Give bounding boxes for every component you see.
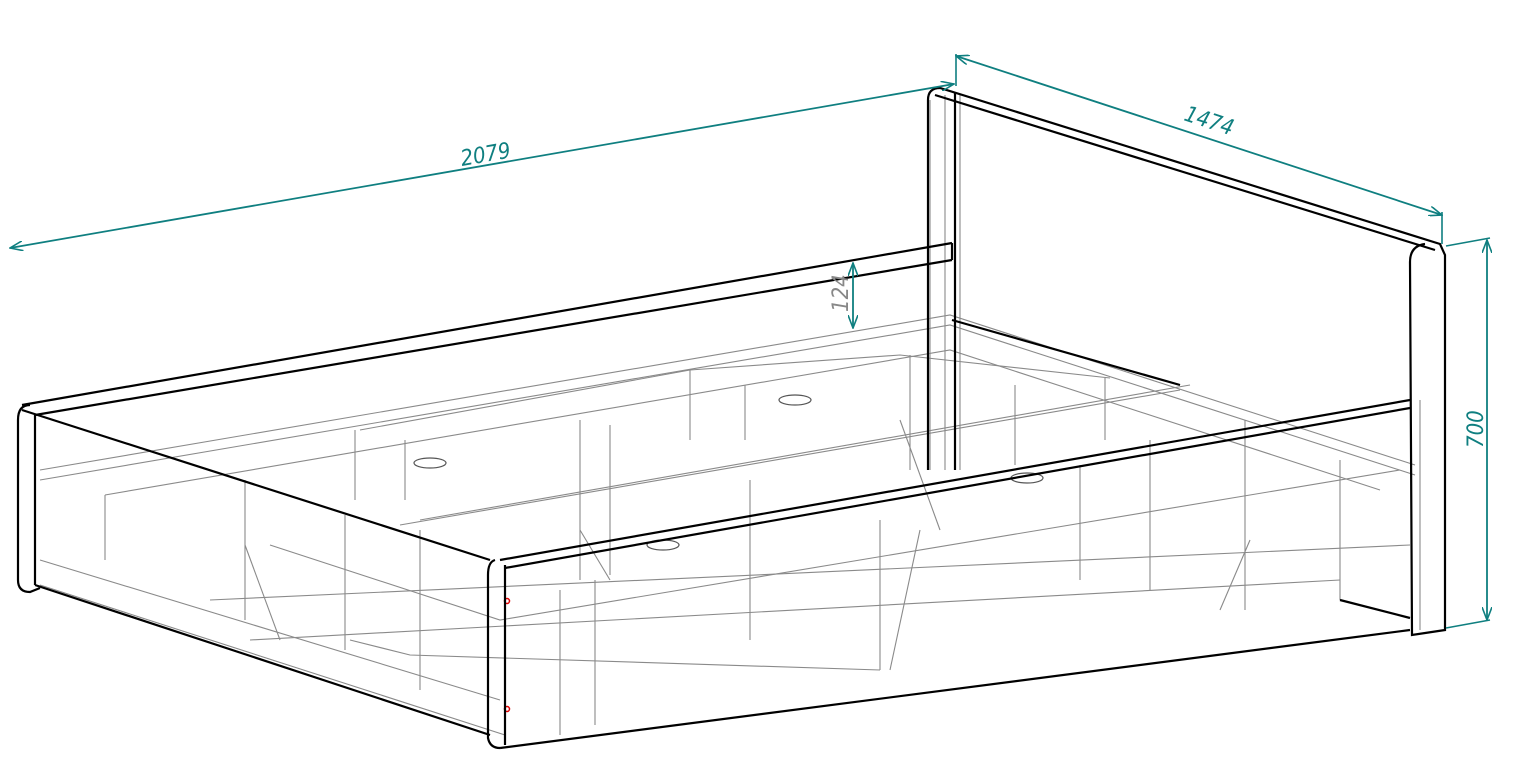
dimension-side-depth: 124 — [829, 263, 854, 328]
dimension-height: 700 — [1445, 237, 1490, 629]
dowel-holes — [413, 394, 1044, 551]
dimension-width-label: 1474 — [1181, 102, 1237, 141]
dimension-side-depth-label: 124 — [829, 274, 854, 312]
dimension-length-label: 2079 — [459, 139, 513, 172]
dimension-length: 2079 — [10, 84, 954, 248]
dimension-width: 1474 — [956, 54, 1442, 244]
outer-panels — [16, 86, 1447, 750]
dimension-height-label: 700 — [1464, 410, 1489, 448]
interior-structure — [39, 95, 1421, 736]
